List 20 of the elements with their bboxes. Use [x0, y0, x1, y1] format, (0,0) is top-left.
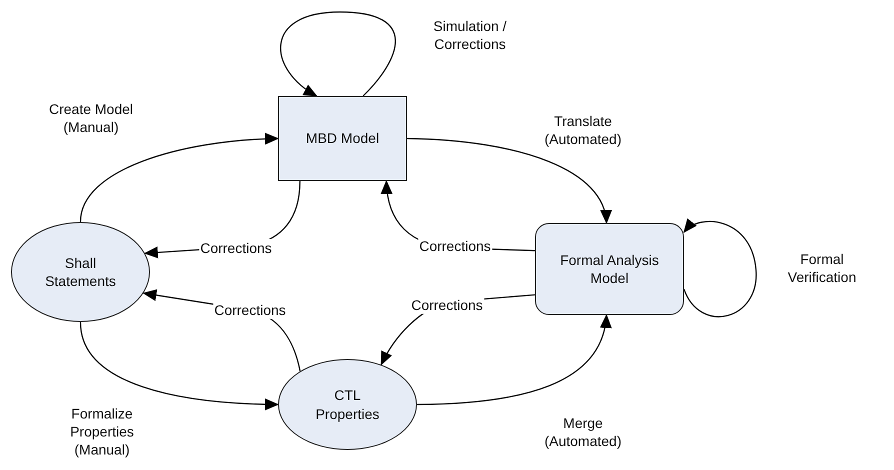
arrow	[416, 314, 610, 406]
node-label: Formal Analysis Model	[559, 250, 660, 288]
edge-label: Corrections	[410, 296, 484, 314]
arrow	[683, 218, 757, 318]
arrow	[280, 11, 396, 97]
node-label: Shall Statements	[44, 254, 117, 290]
edge-label: Translate (Automated)	[543, 112, 623, 148]
node-label: CTL Properties	[314, 386, 380, 423]
process-box	[278, 96, 407, 181]
arrow	[80, 133, 279, 222]
arrow	[80, 322, 279, 410]
edge-label: Formal Verification	[786, 250, 858, 286]
node-label: MBD Model	[306, 129, 380, 148]
edge-label: Corrections	[213, 300, 287, 320]
edge-label: Simulation / Corrections	[432, 16, 508, 54]
edge-label: Formalize Properties (Manual)	[69, 404, 135, 460]
edge-label: Merge (Automated)	[543, 414, 623, 450]
edge-label: Create Model (Manual)	[48, 100, 134, 136]
arrow	[406, 138, 610, 224]
process-box	[535, 223, 684, 315]
